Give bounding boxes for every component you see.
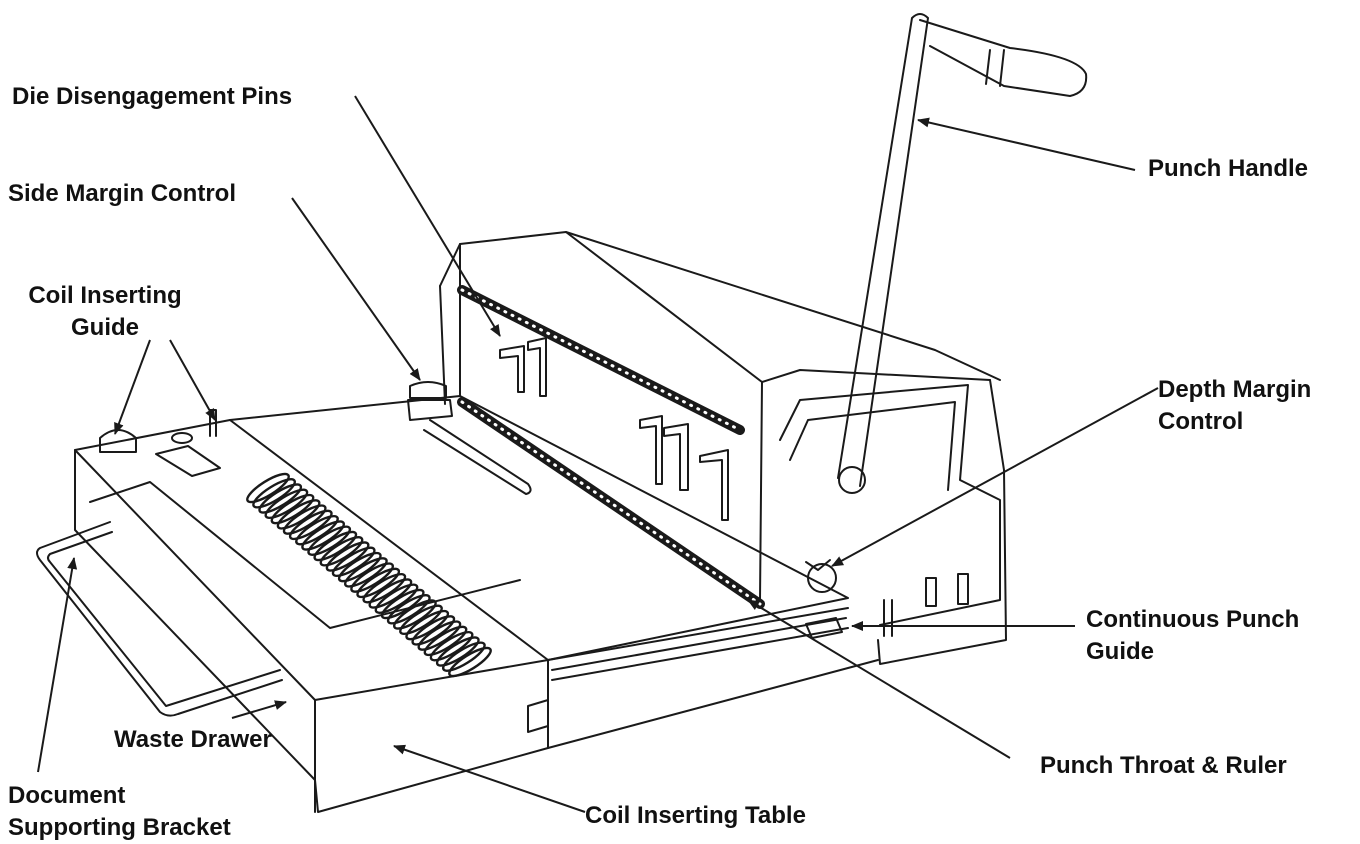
coil-loop (350, 562, 394, 593)
coil-loop (325, 541, 370, 572)
coil-loop (246, 472, 290, 504)
label-continuous-punch-guide: Continuous Punch Guide (1086, 606, 1300, 665)
depth-margin-control (805, 559, 837, 593)
coil-loop (423, 625, 468, 657)
coil-loop (307, 525, 352, 556)
coil-loop (411, 615, 456, 646)
coil-loop (368, 578, 413, 609)
coil-loop (301, 520, 345, 551)
punch-handle (837, 13, 1088, 494)
coil-loop (270, 493, 315, 525)
label-coil-inserting-guide: Coil Inserting Guide (28, 282, 182, 341)
arrow-waste-drawer (231, 700, 287, 719)
die-disengagement-pins (499, 337, 729, 521)
coil-loop (264, 488, 309, 520)
coil-loop (386, 594, 431, 625)
document-supporting-bracket (36, 521, 283, 717)
arrow-coil-guide-left (114, 339, 151, 435)
coil-loop (295, 514, 339, 546)
coil-loop (405, 609, 450, 641)
coil-loop (399, 604, 443, 636)
arrow-coil-guide-right (169, 339, 216, 421)
arrow-die-pins (354, 95, 501, 337)
label-depth-margin-control: Depth Margin Control (1158, 376, 1312, 435)
label-die-disengagement-pins: Die Disengagement Pins (12, 83, 293, 110)
arrow-coil-table (393, 744, 586, 813)
coil-loop (276, 499, 321, 530)
continuous-punch-guide (805, 617, 843, 639)
coil-loop (288, 509, 333, 541)
arrow-side-margin (291, 197, 421, 381)
coil-loop (448, 646, 492, 678)
coil-loop (337, 551, 382, 583)
arrow-punch-throat (747, 599, 1011, 759)
arrow-punch-handle (917, 117, 1136, 171)
leader-arrows (37, 95, 1159, 813)
coil-loop (313, 530, 358, 562)
coil-loop (442, 641, 486, 672)
label-punch-throat-ruler: Punch Throat & Ruler (1040, 752, 1287, 779)
arrow-depth-margin (831, 387, 1159, 567)
coil-loop (331, 546, 376, 578)
label-side-margin-control: Side Margin Control (8, 180, 236, 207)
punch-holes (457, 285, 765, 609)
punch-throat (229, 395, 849, 681)
arrow-document-bracket (37, 557, 78, 773)
coil-loop (252, 478, 296, 509)
side-margin-control (407, 381, 532, 495)
label-waste-drawer: Waste Drawer (114, 726, 272, 753)
coil-loop (393, 599, 437, 630)
label-punch-handle: Punch Handle (1148, 155, 1309, 182)
coil-loop (319, 536, 364, 567)
coil-loop (344, 557, 388, 588)
label-document-supporting-bracket: Document Supporting Bracket (8, 782, 231, 841)
coil-loop (356, 567, 401, 599)
coil-loop (380, 588, 425, 620)
coil-loop (258, 483, 303, 514)
coil-loop (374, 583, 419, 614)
coil-loop (282, 504, 327, 535)
binding-coil (246, 472, 492, 678)
coil-loop (435, 636, 480, 667)
coil-inserting-guide (99, 409, 221, 477)
coil-loop (362, 572, 407, 604)
coil-loop (429, 630, 474, 662)
coil-loop (417, 620, 462, 651)
label-coil-inserting-table: Coil Inserting Table (585, 802, 806, 829)
